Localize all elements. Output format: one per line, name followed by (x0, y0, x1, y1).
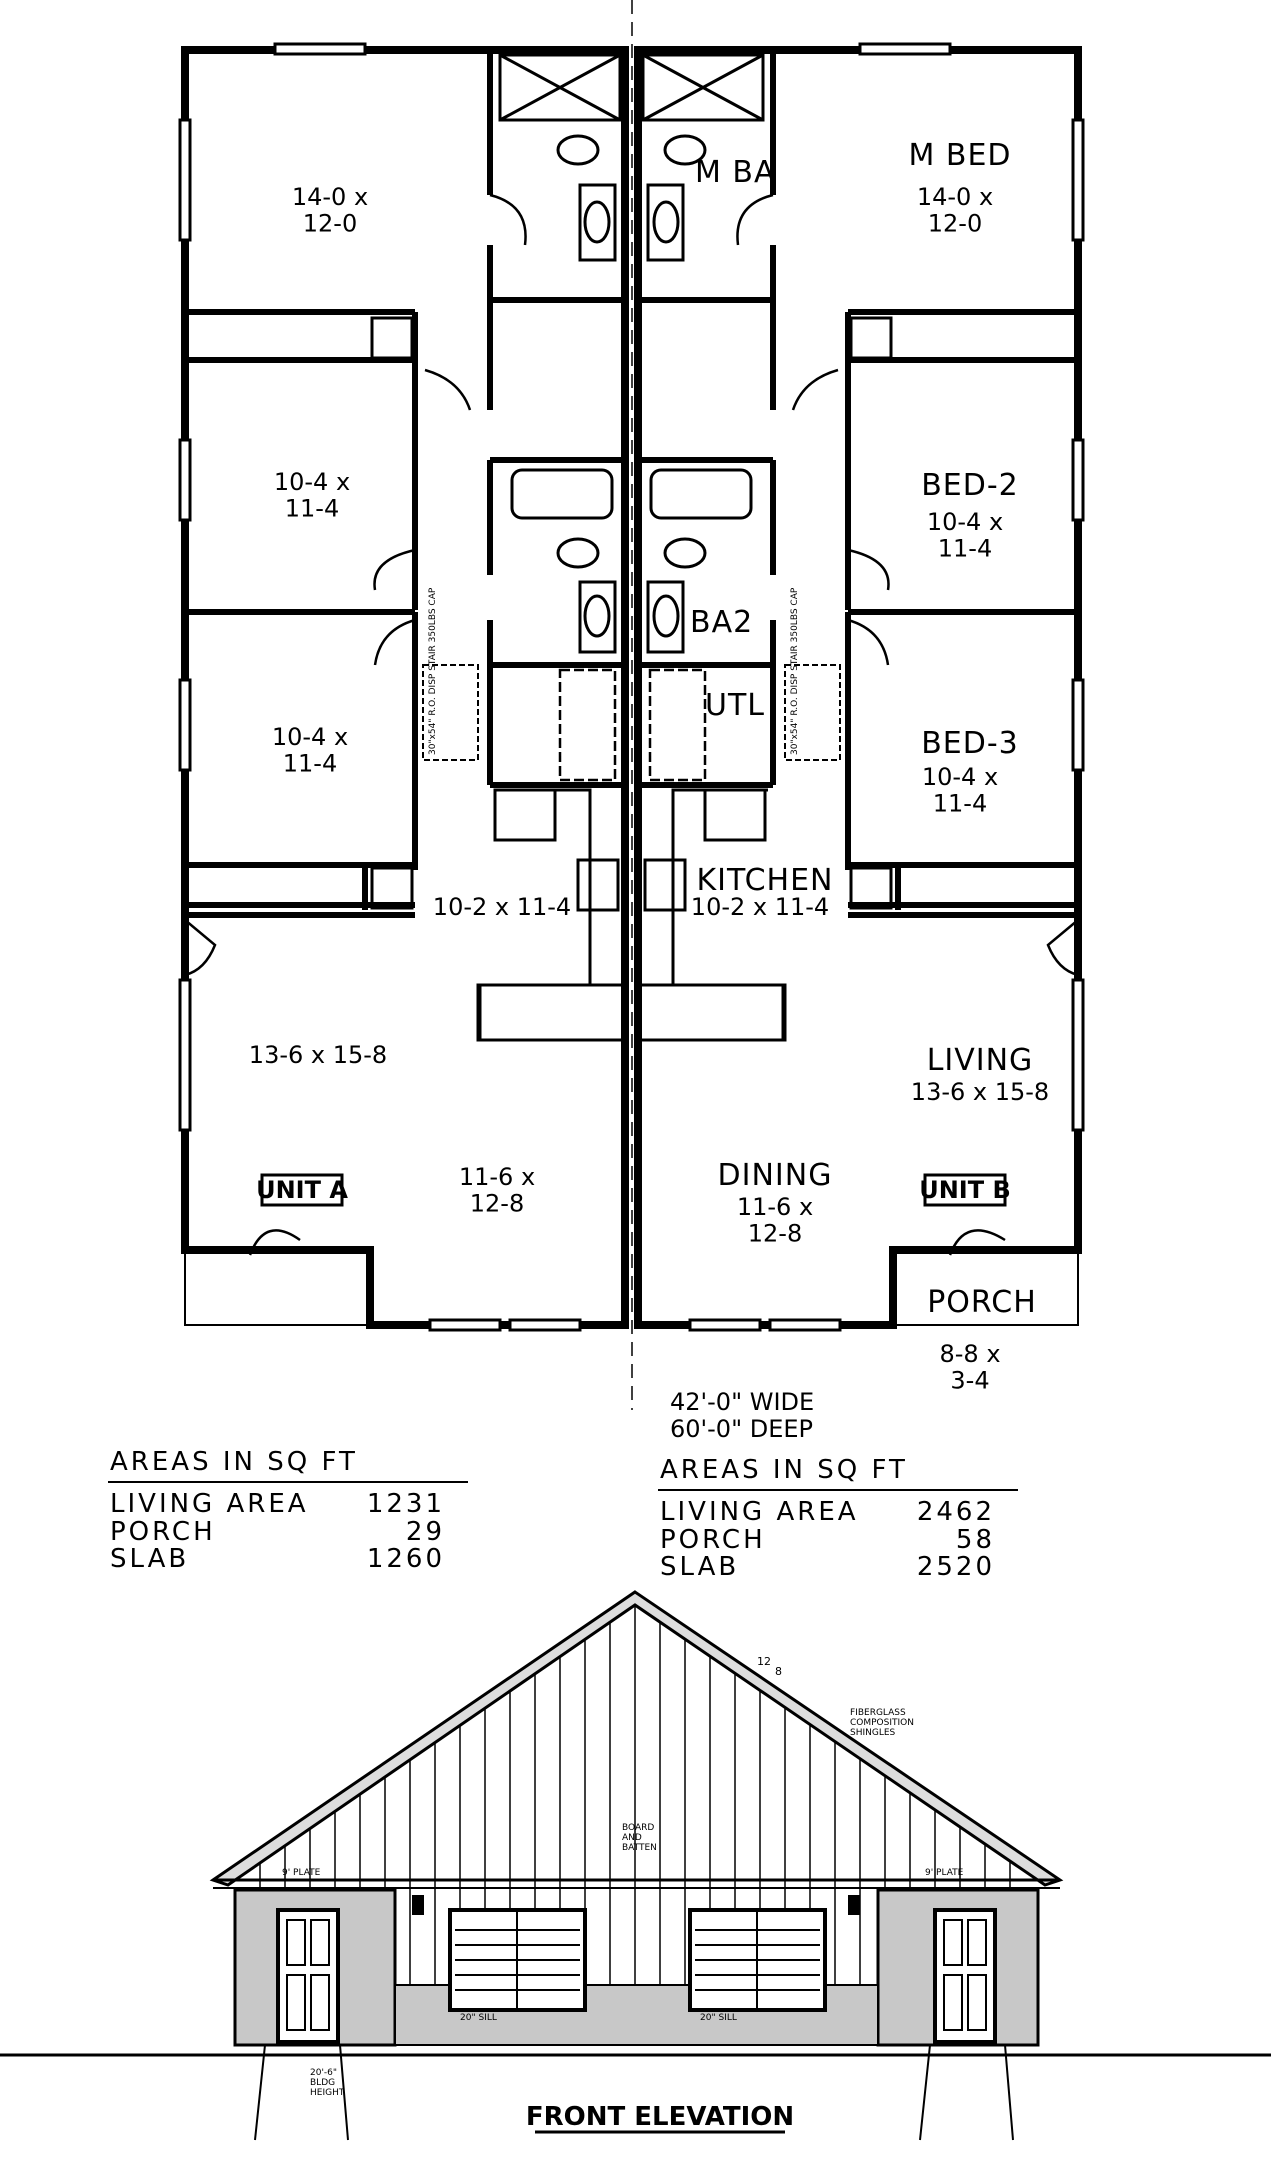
sill-note-left: 20" SILL (460, 2013, 497, 2023)
unit-b-tag: UNIT B (919, 1176, 1011, 1204)
elevation-windows (448, 1908, 827, 2012)
floor-plan (178, 0, 1085, 1410)
unit-b-ba2-label: BA2 (690, 605, 753, 640)
walkways (254, 2044, 1014, 2141)
windows (178, 42, 1085, 1332)
areas-unit-row-value: 29 (406, 1517, 445, 1547)
unit-b-living-dim: 13-6 x 15-8 (911, 1078, 1049, 1106)
porch-a-outline (184, 1250, 370, 1326)
areas-total-row-value: 58 (956, 1525, 995, 1555)
areas-table-total: AREAS IN SQ FT LIVING AREA 2462 PORCH 58… (658, 1455, 1018, 1582)
porch-b-outline (893, 1250, 1079, 1326)
unit-b-m-bed-label: M BED (908, 138, 1011, 173)
overall-width: 42'-0" WIDE (670, 1388, 814, 1416)
unit-b-interior-walls (638, 50, 1078, 918)
areas-total-row-value: 2462 (917, 1497, 995, 1527)
unit-b-dining-label: DINING (718, 1158, 833, 1193)
unit-b-m-ba-label: M BA (695, 155, 776, 190)
utility-appliances (558, 668, 707, 782)
door-swings (184, 193, 1079, 1256)
areas-unit-row-label: SLAB (110, 1544, 189, 1574)
areas-total-title: AREAS IN SQ FT (660, 1455, 908, 1485)
elevation-title: FRONT ELEVATION (526, 2102, 794, 2132)
areas-table-unit: AREAS IN SQ FT LIVING AREA 1231 PORCH 29… (108, 1447, 468, 1574)
lamp-left-icon (412, 1895, 424, 1915)
unit-b-bed2-label: BED-2 (921, 468, 1019, 503)
plate-note-right: 9' PLATE (925, 1868, 964, 1878)
lamp-right-icon (848, 1895, 860, 1915)
unit-a-tag-box (260, 1173, 344, 1207)
unit-b-porch-label: PORCH (927, 1285, 1037, 1320)
areas-unit-row-label: LIVING AREA (110, 1489, 309, 1519)
plate-note-left: 9' PLATE (282, 1868, 321, 1878)
areas-unit-row-value: 1231 (367, 1489, 445, 1519)
pitch-rise: 12 (757, 1655, 771, 1668)
areas-total-row-label: PORCH (660, 1525, 766, 1555)
unit-b-exterior-wall (634, 46, 1082, 1329)
areas-total-row-label: LIVING AREA (660, 1497, 859, 1527)
unit-b-living-label: LIVING (927, 1043, 1034, 1078)
areas-total-row-label: SLAB (660, 1552, 739, 1582)
roof-eave (209, 1590, 1064, 1887)
closet-boxes (370, 53, 893, 910)
overall-depth: 60'-0" DEEP (670, 1415, 813, 1443)
attic-stairs (422, 664, 841, 761)
unit-a-tag: UNIT A (256, 1176, 348, 1204)
unit-b-bed3-label: BED-3 (921, 726, 1019, 761)
stair-note-b: 30"x54" R.O. DISP STAIR 350LBS CAP (790, 587, 800, 755)
unit-b-utl-label: UTL (705, 688, 765, 723)
bath-fixtures (510, 134, 753, 654)
unit-a-living-dim: 13-6 x 15-8 (249, 1041, 387, 1069)
sill-note-right: 20" SILL (700, 2013, 737, 2023)
unit-a-interior-walls (185, 50, 625, 918)
door-panels (286, 1919, 987, 2031)
areas-total-row-value: 2520 (917, 1552, 995, 1582)
areas-unit-row-value: 1260 (367, 1544, 445, 1574)
unit-a-kitchen-dim: 10-2 x 11-4 (433, 893, 571, 921)
areas-unit-row-label: PORCH (110, 1517, 216, 1547)
unit-b-tag-box (923, 1173, 1007, 1207)
kitchen-counters (476, 788, 787, 1042)
unit-b-kitchen-label: KITCHEN (697, 863, 834, 898)
pitch-run: 8 (775, 1665, 782, 1678)
stair-note-a: 30"x54" R.O. DISP STAIR 350LBS CAP (428, 587, 438, 755)
areas-unit-title: AREAS IN SQ FT (110, 1447, 358, 1477)
unit-b-kitchen-dim: 10-2 x 11-4 (691, 893, 829, 921)
